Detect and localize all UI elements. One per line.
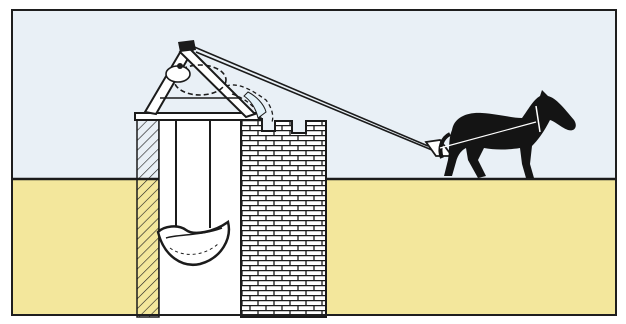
well-shaft (137, 119, 241, 317)
brick-wall (241, 119, 326, 317)
